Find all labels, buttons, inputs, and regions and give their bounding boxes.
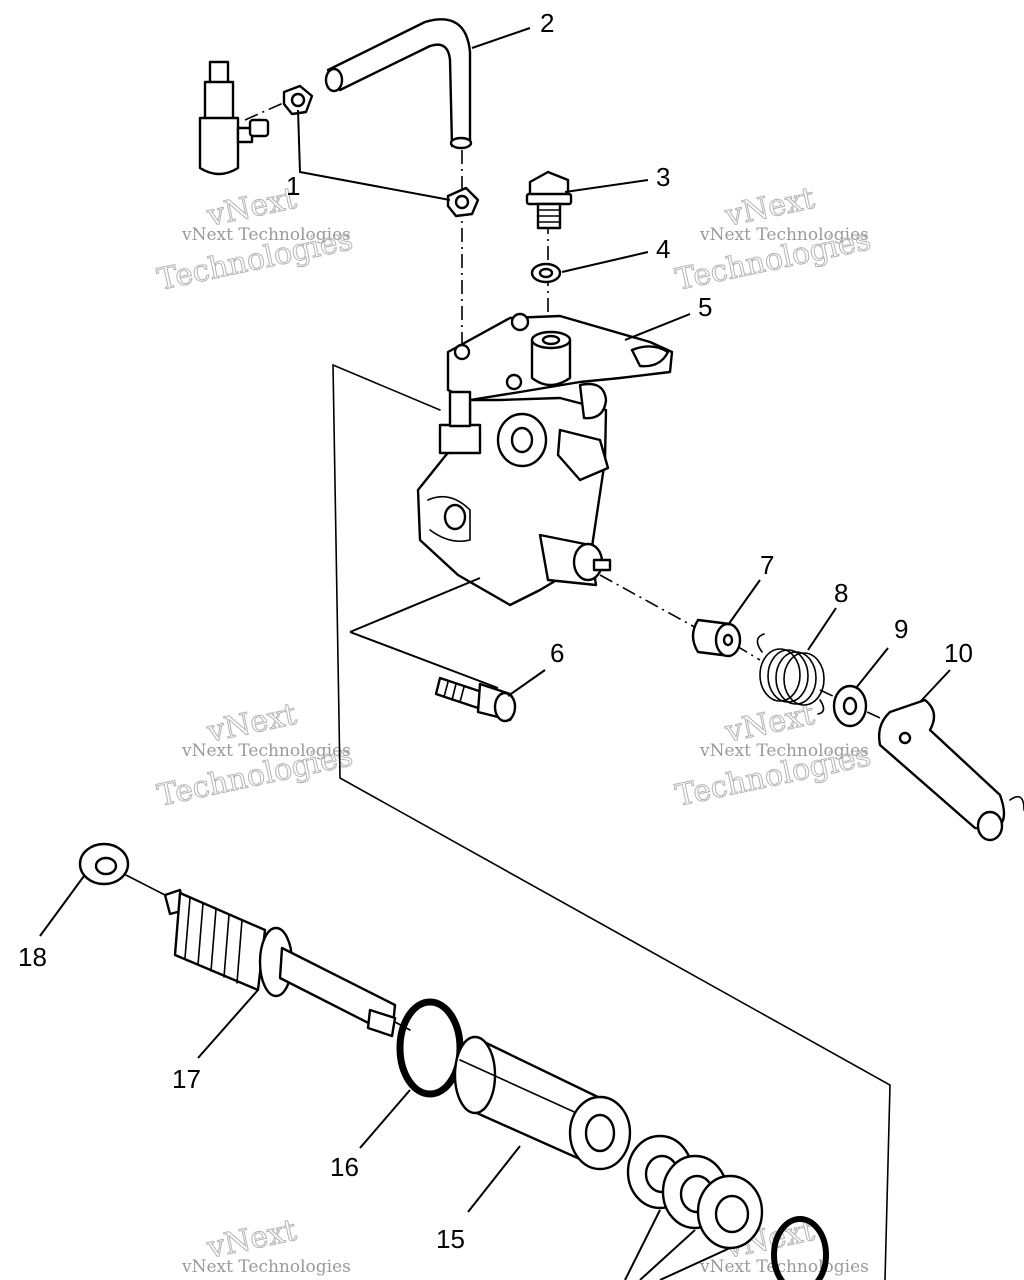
callout-6: 6 xyxy=(550,638,564,668)
part-5-oil-pump xyxy=(416,312,674,607)
part-17-gear-shaft xyxy=(163,888,397,1038)
svg-text:vNext Technologies: vNext Technologies xyxy=(181,1257,351,1277)
watermark-top-left: vNext vNext Technologies Technologies xyxy=(154,180,356,298)
svg-text:vNext Technologies: vNext Technologies xyxy=(181,225,351,245)
svg-text:vNext Technologies: vNext Technologies xyxy=(699,225,869,245)
callout-4: 4 xyxy=(656,234,670,264)
svg-text:vNext Technologies: vNext Technologies xyxy=(699,741,869,761)
callout-15: 15 xyxy=(436,1224,465,1254)
callout-9: 9 xyxy=(894,614,908,644)
svg-text:vNext Technologies: vNext Technologies xyxy=(699,1257,869,1277)
callout-16: 16 xyxy=(330,1152,359,1182)
leader-lines xyxy=(39,27,951,1213)
watermark-bottom-left: vNext vNext Technologies xyxy=(181,1212,351,1277)
callout-10: 10 xyxy=(944,638,973,668)
washer-stack xyxy=(624,1134,829,1280)
part-9-washer xyxy=(832,684,868,728)
part-3-screw xyxy=(525,170,573,230)
part-1-hose-clamp-lower xyxy=(446,186,480,218)
part-18-washer xyxy=(78,842,130,886)
part-7-collar xyxy=(691,618,742,658)
svg-text:vNext Technologies: vNext Technologies xyxy=(181,741,351,761)
part-2-bent-hose xyxy=(324,18,473,150)
part-8-spring xyxy=(756,633,825,715)
callout-2: 2 xyxy=(540,8,554,38)
watermark-top-right: vNext vNext Technologies Technologies xyxy=(672,180,874,298)
callout-numbers: 1 2 3 4 5 6 7 8 9 10 15 16 17 18 xyxy=(18,8,973,1254)
part-4-washer xyxy=(530,262,562,284)
assembly-frame xyxy=(332,364,891,1280)
callout-7: 7 xyxy=(760,550,774,580)
fitting-cylinder xyxy=(198,60,270,176)
watermark-mid-left: vNext vNext Technologies Technologies xyxy=(154,696,356,814)
part-1-hose-clamp-upper xyxy=(282,84,314,116)
callout-5: 5 xyxy=(698,292,712,322)
callout-1: 1 xyxy=(286,171,300,201)
part-6-bolt xyxy=(434,676,517,723)
part-10-lever xyxy=(877,698,1024,842)
callout-8: 8 xyxy=(834,578,848,608)
callout-3: 3 xyxy=(656,162,670,192)
callout-18: 18 xyxy=(18,942,47,972)
part-15-bushing xyxy=(453,1035,632,1171)
part-16-o-ring xyxy=(396,998,464,1098)
callout-17: 17 xyxy=(172,1064,201,1094)
